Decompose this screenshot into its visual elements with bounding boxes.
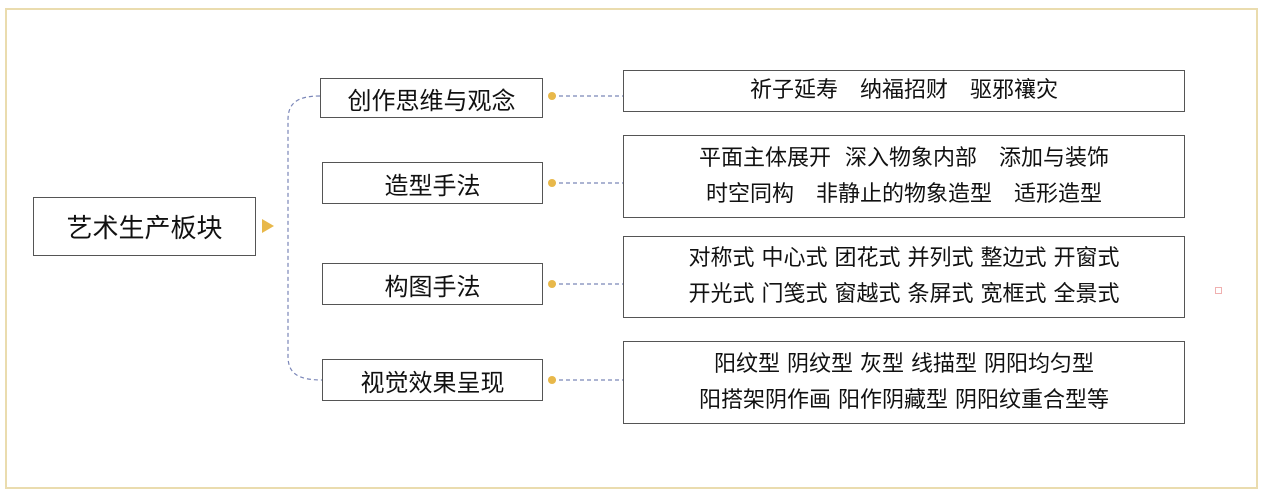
branch-label: 视觉效果呈现 [360, 368, 505, 397]
leaf-line: 祈子延寿 纳福招财 驱邪禳灾 [749, 78, 1058, 103]
leaf-node-composition[interactable]: 对称式 中心式 团花式 并列式 整边式 开窗式 开光式 门笺式 窗越式 条屏式 … [623, 236, 1185, 318]
leaf-connectors [552, 95, 623, 381]
frame-border [5, 8, 1258, 489]
leaf-line: 时空同构 非静止的物象造型 适形造型 [705, 181, 1102, 207]
branch-node-visual-effect[interactable]: 视觉效果呈现 [322, 359, 543, 401]
branch-connector [287, 95, 323, 381]
root-label: 艺术生产板块 [66, 214, 223, 244]
leaf-line: 阳纹型 阴纹型 灰型 线描型 阴阳均匀型 [714, 351, 1094, 377]
connector-dot [548, 280, 556, 288]
branch-node-creative-thinking[interactable]: 创作思维与观念 [320, 78, 543, 118]
leaf-node-modeling[interactable]: 平面主体展开 深入物象内部 添加与装饰 时空同构 非静止的物象造型 适形造型 [623, 135, 1185, 218]
small-marker-icon [1215, 287, 1222, 294]
leaf-node-creative-thinking[interactable]: 祈子延寿 纳福招财 驱邪禳灾 [623, 70, 1185, 112]
root-node[interactable]: 艺术生产板块 [33, 197, 256, 256]
leaf-line: 阳搭架阴作画 阳作阴藏型 阴阳纹重合型等 [699, 387, 1109, 413]
connector-dot [548, 179, 556, 187]
branch-node-modeling[interactable]: 造型手法 [322, 162, 543, 204]
branch-label: 创作思维与观念 [347, 86, 516, 115]
branch-label: 构图手法 [384, 272, 481, 301]
branch-label: 造型手法 [384, 171, 481, 200]
leaf-line: 对称式 中心式 团花式 并列式 整边式 开窗式 [688, 246, 1120, 271]
root-expand-triangle-icon [262, 219, 274, 233]
leaf-line: 平面主体展开 深入物象内部 添加与装饰 [699, 145, 1109, 171]
leaf-node-visual-effect[interactable]: 阳纹型 阴纹型 灰型 线描型 阴阳均匀型 阳搭架阴作画 阳作阴藏型 阴阳纹重合型… [623, 341, 1185, 424]
connector-dot [548, 92, 556, 100]
leaf-line: 开光式 门笺式 窗越式 条屏式 宽框式 全景式 [688, 282, 1120, 307]
connector-dot [548, 376, 556, 384]
branch-node-composition[interactable]: 构图手法 [322, 263, 543, 305]
